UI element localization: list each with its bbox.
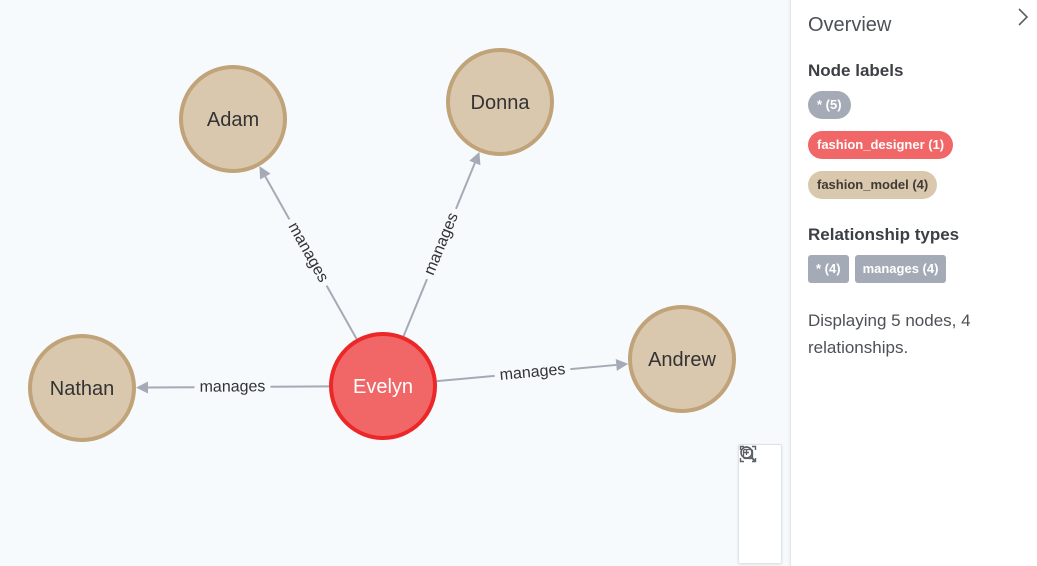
edge-arrowhead xyxy=(469,151,481,166)
node-label-tag-all[interactable]: * (5) xyxy=(808,91,851,119)
zoom-controls xyxy=(738,444,782,564)
relationship-types-heading: Relationship types xyxy=(808,225,960,244)
graph-summary: Displaying 5 nodes, 4 relationships. xyxy=(808,311,971,357)
node-label: Andrew xyxy=(648,349,716,371)
node-andrew[interactable]: Andrew xyxy=(628,305,736,413)
node-label-tag-fashion-designer[interactable]: fashion_designer (1) xyxy=(808,131,954,159)
zoom-out-button[interactable] xyxy=(739,446,781,525)
relationship-tag-all[interactable]: * (4) xyxy=(808,255,849,283)
relationship-evelyn-donna[interactable]: manages xyxy=(402,151,481,337)
relationship-evelyn-adam[interactable]: manages xyxy=(259,166,358,340)
edge-arrowhead xyxy=(135,381,149,394)
edge-label: manages xyxy=(499,361,566,384)
relationship-evelyn-nathan[interactable]: manages xyxy=(135,378,330,396)
node-label: Evelyn xyxy=(353,376,413,398)
edge-arrowhead xyxy=(615,358,629,371)
fit-to-screen-icon xyxy=(739,445,757,463)
node-labels-list: * (5) fashion_designer (1) fashion_model… xyxy=(808,91,1021,199)
node-circle xyxy=(446,48,554,156)
node-nathan[interactable]: Nathan xyxy=(28,334,136,442)
node-donna[interactable]: Donna xyxy=(446,48,554,156)
edge-label: manages xyxy=(284,220,331,286)
relationship-types-list: * (4)manages (4) xyxy=(808,255,1021,283)
fit-to-screen-button[interactable] xyxy=(739,445,781,564)
node-adam[interactable]: Adam xyxy=(179,65,287,173)
node-evelyn[interactable]: Evelyn xyxy=(329,332,437,440)
relationship-evelyn-andrew[interactable]: manages xyxy=(436,358,629,384)
edge-arrowhead xyxy=(259,166,271,180)
panel-title: Overview xyxy=(808,14,892,36)
edge-line xyxy=(325,285,358,340)
edge-label: manages xyxy=(200,378,266,395)
edge-line xyxy=(402,278,428,337)
node-circle xyxy=(28,334,136,442)
node-circle xyxy=(179,65,287,173)
edge-label: manages xyxy=(421,210,462,277)
collapse-panel-button[interactable] xyxy=(1014,6,1032,28)
edge-line xyxy=(436,374,495,383)
node-label-tag-fashion-model[interactable]: fashion_model (4) xyxy=(808,171,938,199)
edge-line xyxy=(570,363,617,371)
chevron-right-icon xyxy=(1018,8,1029,26)
node-label: Donna xyxy=(471,92,531,114)
node-labels-heading: Node labels xyxy=(808,61,904,80)
node-circle xyxy=(628,305,736,413)
edge-line xyxy=(455,162,476,210)
node-circle xyxy=(329,332,437,440)
relationship-tag-manages[interactable]: manages (4) xyxy=(854,255,947,283)
overview-panel: Overview Node labels * (5) fashion_desig… xyxy=(790,0,1037,566)
node-label: Adam xyxy=(207,109,259,131)
edge-line xyxy=(264,176,291,220)
node-label: Nathan xyxy=(50,378,115,400)
